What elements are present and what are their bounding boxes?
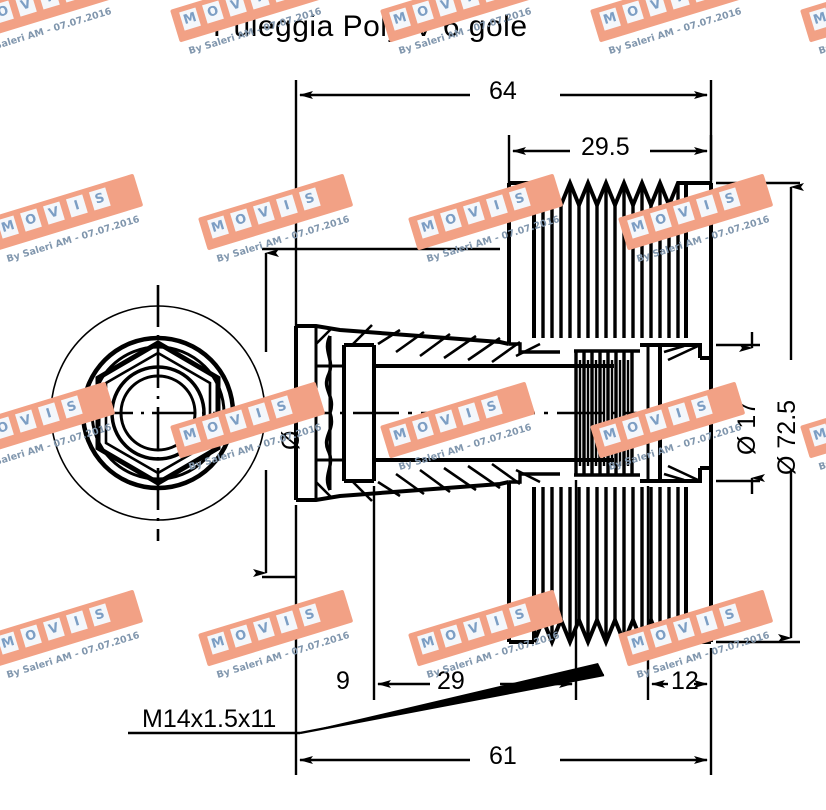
section-view <box>285 177 730 648</box>
section-hatch-bottom <box>315 462 541 502</box>
section-hatch-top <box>315 324 541 364</box>
front-view <box>30 285 286 541</box>
